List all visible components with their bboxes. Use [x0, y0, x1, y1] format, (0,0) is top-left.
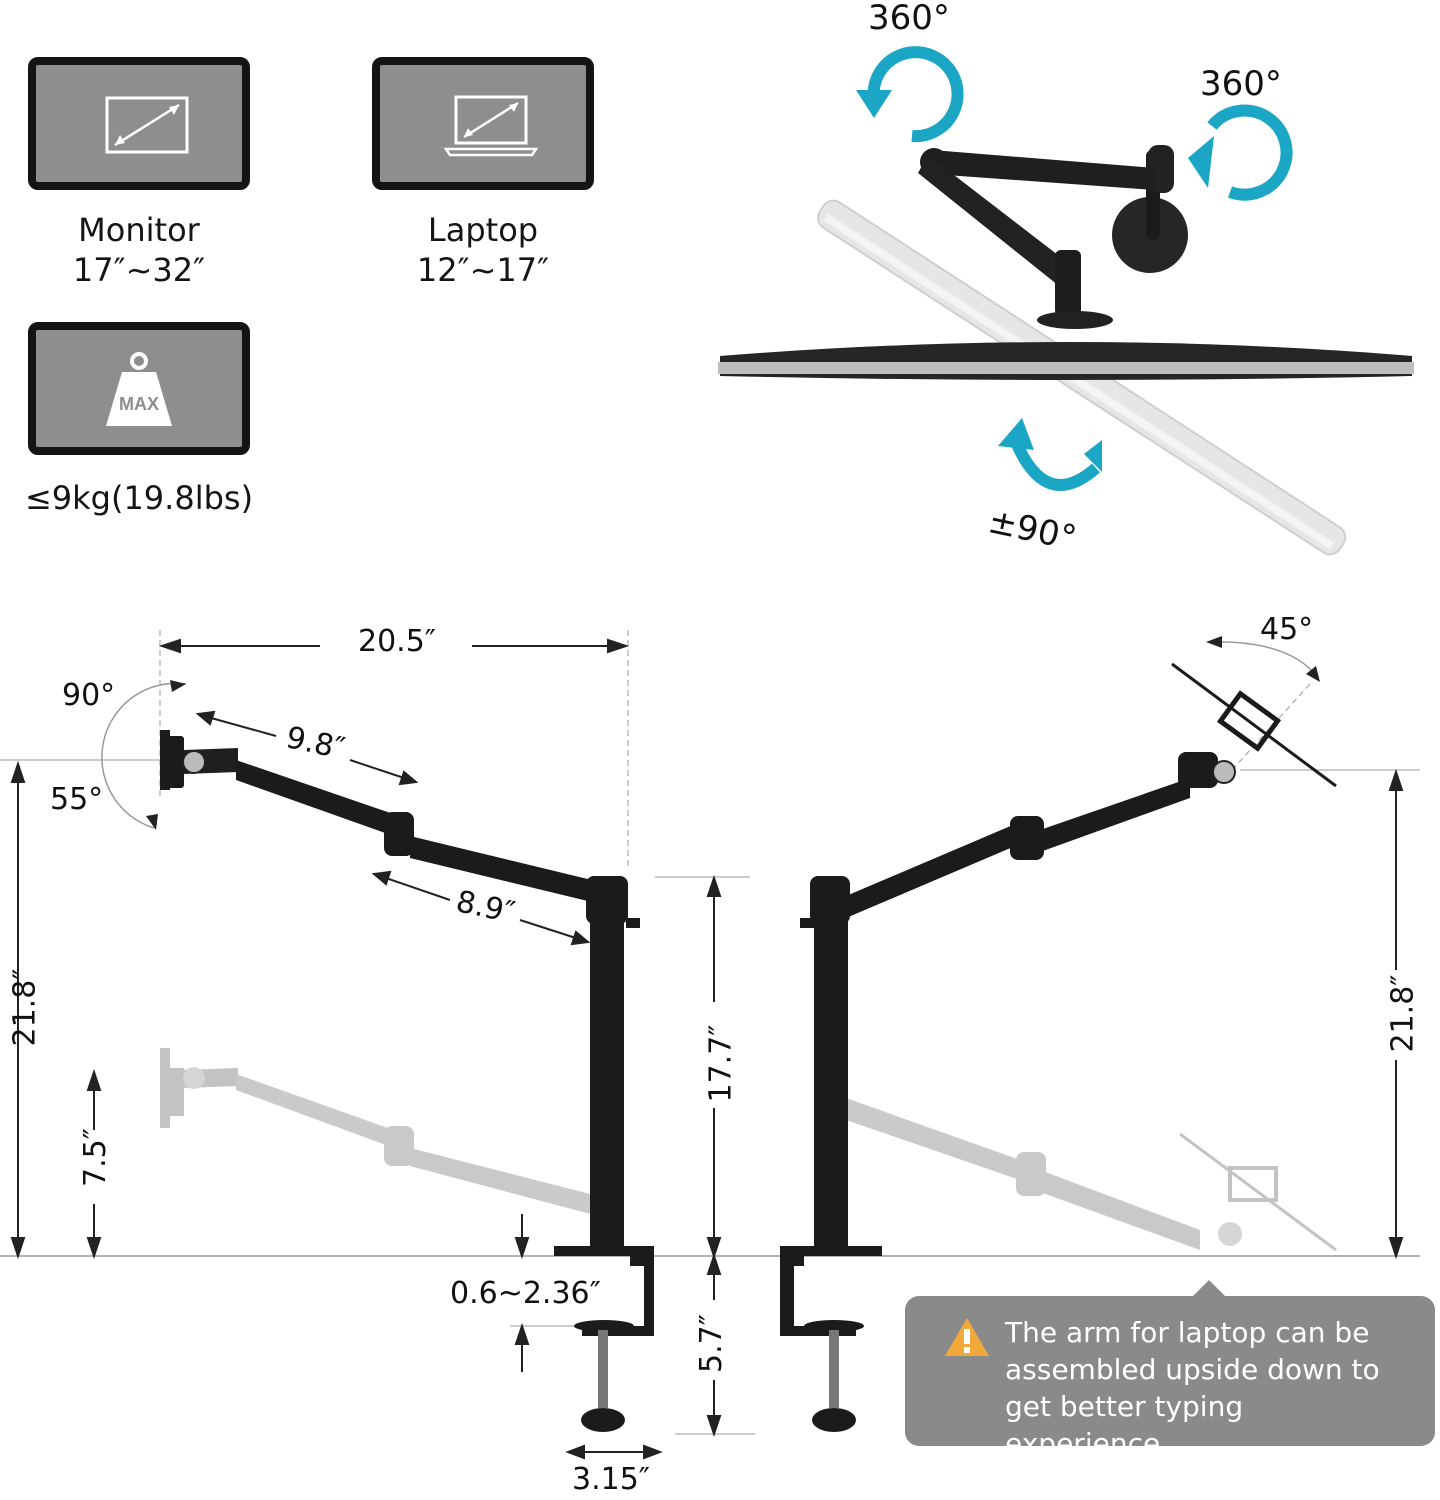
- weight-badge: MAX: [119, 394, 159, 414]
- note-line-1: The arm for laptop can be: [1005, 1316, 1370, 1349]
- left-stand-ghost: [160, 1048, 598, 1216]
- laptop-diagonal-icon: [443, 95, 539, 157]
- pole-height-label: 17.7″: [703, 1024, 739, 1103]
- tilt-up-label: 90°: [62, 678, 116, 713]
- laptop-caption: Laptop 12″~17″: [372, 210, 594, 290]
- clamp-width-label: 3.15″: [572, 1462, 651, 1497]
- rotate-arrowhead-left: [998, 418, 1034, 450]
- note-line-3: get better typing experience.: [1005, 1390, 1244, 1460]
- upside-down-note: The arm for laptop can be assembled upsi…: [905, 1280, 1435, 1460]
- note-line-2: assembled upside down to: [1005, 1353, 1380, 1386]
- rotation-illustration: [718, 46, 1414, 556]
- tilt-down-label: 55°: [50, 782, 104, 817]
- laptop-card: [372, 57, 594, 190]
- monitor-size: 17″~32″: [72, 251, 206, 289]
- rotate-arrow: [1010, 439, 1100, 491]
- laptop-label: Laptop: [427, 211, 539, 249]
- weight-limit: ≤9kg(19.8lbs): [24, 479, 254, 517]
- swivel-arrow-arm: [867, 46, 964, 143]
- max-height-left-label: 21.8″: [7, 968, 43, 1047]
- min-height-label: 7.5″: [77, 1128, 113, 1187]
- monitor-card: [28, 57, 250, 190]
- swivel-mount-angle: 360°: [1200, 64, 1282, 104]
- clamp-thickness-label: 0.6~2.36″: [450, 1276, 601, 1311]
- swivel-arrowhead-arm: [856, 90, 892, 118]
- rotate-arrowhead-right: [1084, 440, 1102, 472]
- clamp-depth-label: 5.7″: [693, 1314, 729, 1373]
- swivel-arrowhead-mount: [1188, 136, 1214, 188]
- laptop-tilt-label: 45°: [1260, 612, 1314, 647]
- right-stand-ghost: [846, 1098, 1337, 1252]
- monitor-top-view: [718, 342, 1414, 380]
- dimension-drawing: [0, 630, 1420, 1460]
- swivel-arrow-mount: [1207, 104, 1293, 201]
- swivel-arm-angle: 360°: [868, 0, 950, 38]
- max-height-right-label: 21.8″: [1385, 974, 1421, 1053]
- monitor-diagonal-icon: [105, 96, 189, 154]
- reach-label: 20.5″: [358, 624, 437, 659]
- arm-top-view: [918, 145, 1188, 329]
- note-pointer: [1193, 1280, 1225, 1296]
- monitor-caption: Monitor 17″~32″: [28, 210, 250, 290]
- weight-max-icon: MAX: [106, 352, 172, 426]
- weight-card: MAX: [28, 322, 250, 455]
- monitor-label: Monitor: [78, 211, 200, 249]
- right-stand: [780, 662, 1337, 1432]
- laptop-size: 12″~17″: [416, 251, 550, 289]
- warning-icon: [945, 1318, 989, 1356]
- left-stand: [160, 730, 654, 1432]
